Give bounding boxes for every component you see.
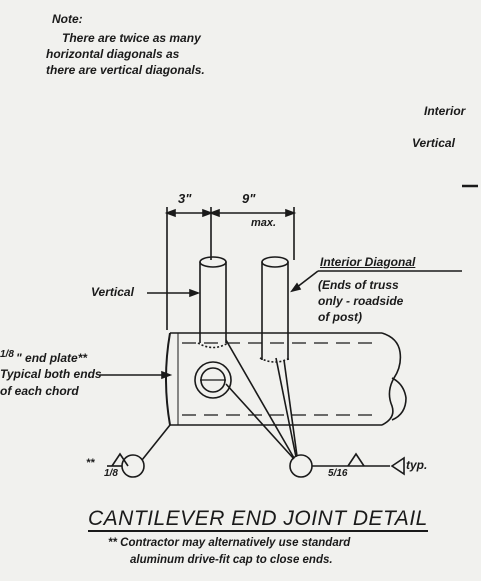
chord-break-line [381, 332, 402, 426]
callout-interior-note-2: only - roadside [318, 294, 404, 308]
note-line-1: There are twice as many [62, 31, 201, 45]
detail-title: CANTILEVER END JOINT DETAIL [88, 507, 428, 532]
dimension-right-qualifier: max. [251, 217, 277, 229]
callout-interior-note-1: (Ends of truss [318, 278, 399, 292]
label-interior-partial: Interior [424, 104, 466, 118]
callout-vertical: Vertical [91, 285, 134, 299]
weld-right-size: 5/16 [328, 468, 348, 479]
note-line-2: horizontal diagonals as [46, 47, 180, 61]
footnote-line-2: aluminum drive-fit cap to close ends. [130, 554, 333, 566]
callout-end-plate-3: of each chord [0, 384, 79, 398]
note-heading: Note: [52, 12, 83, 26]
weld-left-size: 1/8 [104, 468, 118, 479]
callout-interior-note-3: of post) [318, 310, 362, 324]
chord-end-plate [165, 332, 171, 426]
label-vertical-partial: Vertical [412, 136, 455, 150]
dimension-left: 3" [178, 191, 192, 206]
horizontal-diagonal-outer [194, 361, 232, 399]
weld-all-around-left [121, 454, 145, 478]
weld-left-mark: ** [86, 457, 95, 469]
callout-end-plate-2: Typical both ends [0, 367, 102, 381]
end-plate-fraction: 1/8 [0, 349, 14, 360]
footnote-line-1: ** Contractor may alternatively use stan… [108, 537, 351, 549]
callout-end-plate: " end plate** [16, 351, 88, 365]
dimension-right: 9" [242, 191, 256, 206]
callout-interior-diagonal: Interior Diagonal [320, 255, 416, 269]
note-line-3: there are vertical diagonals. [46, 63, 205, 77]
leader-weld-left [141, 424, 171, 461]
weld-right-note: typ. [406, 458, 428, 472]
